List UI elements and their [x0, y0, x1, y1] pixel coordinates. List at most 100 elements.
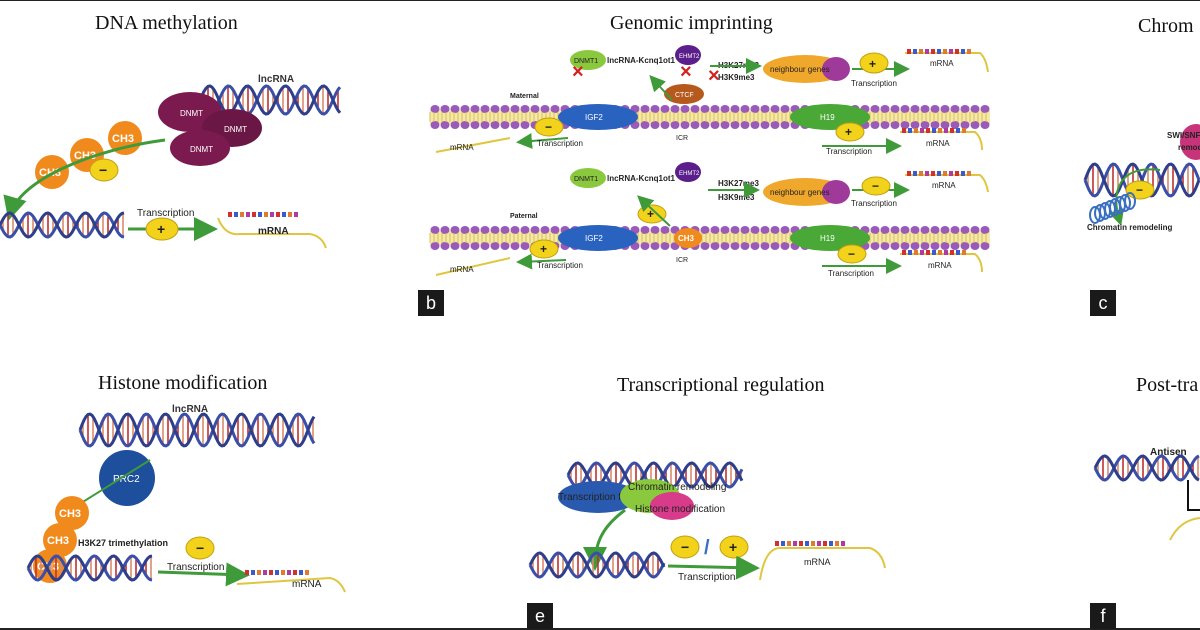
mrna-nucleotide — [944, 128, 948, 133]
mrna-nucleotide — [967, 49, 971, 54]
coil-loop — [1119, 194, 1131, 212]
mrna-nucleotide — [841, 541, 845, 546]
nucleosome — [780, 105, 790, 113]
nucleosome — [440, 121, 450, 129]
mrna-nucleotide — [252, 212, 256, 217]
nucleosome — [740, 226, 750, 234]
nucleosome — [770, 121, 780, 129]
tf-label: Transcription factor — [558, 492, 644, 503]
mrna-nucleotide — [955, 171, 959, 176]
dnmt1-blob-1 — [570, 50, 606, 70]
nucleosome — [490, 121, 500, 129]
mrna-b-2: mRNA — [450, 143, 474, 152]
nucleosome — [720, 121, 730, 129]
lncrna-label-d: lncRNA — [172, 404, 208, 415]
title-transcriptional-regulation: Transcriptional regulation — [617, 374, 825, 396]
mrna-nucleotide — [805, 541, 809, 546]
nucleosome — [870, 105, 880, 113]
igf2-label-1: IGF2 — [585, 113, 603, 122]
icr-label-2: ICR — [676, 257, 688, 264]
nucleosome — [910, 242, 920, 250]
mrna-nucleotide — [263, 570, 267, 575]
nucleosome — [490, 226, 500, 234]
nucleosome — [470, 242, 480, 250]
mrna-nucleotide — [949, 49, 953, 54]
mrna-nucleotide — [288, 212, 292, 217]
mrna-nucleotide — [902, 250, 906, 255]
histone-mod-e: Histone modification — [635, 504, 725, 515]
mrna-nucleotide — [817, 541, 821, 546]
mrna-nucleotide — [823, 541, 827, 546]
ch3-chain-a: CH3 CH3 CH3 — [35, 121, 142, 189]
mrna-nucleotide — [967, 171, 971, 176]
mrna-nucleotide — [228, 212, 232, 217]
dna-helix-d-top — [78, 412, 316, 448]
chromatin-paternal — [429, 226, 990, 250]
mrna-nucleotide — [943, 171, 947, 176]
mrna-strand-a — [217, 217, 327, 249]
mrna-nucleotide — [950, 128, 954, 133]
mrna-nucleotide — [949, 171, 953, 176]
nucleosome — [450, 121, 460, 129]
mrna-nucleotide — [962, 250, 966, 255]
mrna-nucleotide — [914, 128, 918, 133]
nucleosome — [540, 226, 550, 234]
coil-c — [1089, 192, 1136, 224]
mrna-b-5: mRNA — [450, 265, 474, 274]
mrna-nucleotide — [907, 49, 911, 54]
helix-strand — [26, 554, 153, 582]
bottom-border — [0, 628, 1200, 630]
ch3-b: CH3 — [678, 234, 695, 243]
mrna-e: mRNA — [804, 557, 831, 567]
mrna-bars-b4 — [902, 250, 966, 255]
nucleosome — [730, 226, 740, 234]
ch3-d-1: CH3 — [59, 508, 81, 520]
nucleosome — [650, 105, 660, 113]
nucleosome — [430, 121, 440, 129]
mrna-nucleotide — [920, 250, 924, 255]
mrna-nucleotide — [937, 171, 941, 176]
mrna-nucleotide — [907, 171, 911, 176]
nucleosome — [930, 242, 940, 250]
dnmt-label-3: DNMT — [190, 145, 213, 154]
nucleosome — [450, 242, 460, 250]
mrna-bars-a — [228, 212, 298, 217]
helix-strand — [1093, 454, 1200, 482]
plus-b-1: + — [869, 57, 876, 71]
nucleosome — [520, 242, 530, 250]
neighbour-genes-label-1: neighbour genes — [770, 65, 830, 74]
mrna-nucleotide — [251, 570, 255, 575]
nucleosome — [980, 105, 990, 113]
panel-b: DNMT1 × lncRNA-Kcnq1ot1 EHMT2 × H3K27me3… — [429, 45, 990, 278]
h3k9-label-2: H3K9me3 — [718, 193, 755, 202]
nucleosome — [450, 226, 460, 234]
mrna-nucleotide — [919, 49, 923, 54]
mrna-bars-b2 — [902, 128, 966, 133]
mrna-nucleotide — [299, 570, 303, 575]
nucleosome — [530, 105, 540, 113]
nucleosome — [660, 242, 670, 250]
panel-letter-f: f — [1090, 603, 1116, 629]
plus-e: + — [729, 539, 737, 555]
panel-d: lncRNA PRC2 CH3 CH3 CH3 H3K27 trimethyla… — [26, 404, 346, 593]
mrna-nucleotide — [956, 250, 960, 255]
dna-helix-a-bottom — [0, 211, 125, 239]
mrna-nucleotide — [961, 49, 965, 54]
nucleosome — [880, 226, 890, 234]
nucleosome — [760, 226, 770, 234]
nucleosome — [650, 226, 660, 234]
remod-label: remod — [1178, 143, 1200, 152]
nucleosome — [480, 105, 490, 113]
nucleosome — [710, 105, 720, 113]
maternal-label: Maternal — [510, 93, 539, 100]
nucleosome — [890, 105, 900, 113]
mrna-nucleotide — [287, 570, 291, 575]
nucleosome — [480, 121, 490, 129]
nucleosome — [670, 105, 680, 113]
nucleosome — [910, 226, 920, 234]
transcription-b-2: Transcription — [537, 139, 583, 148]
dnmt-complex: DNMT DNMT DNMT — [158, 92, 262, 166]
nucleosome — [660, 226, 670, 234]
arrow-a-1 — [3, 138, 166, 221]
nucleosome — [740, 105, 750, 113]
